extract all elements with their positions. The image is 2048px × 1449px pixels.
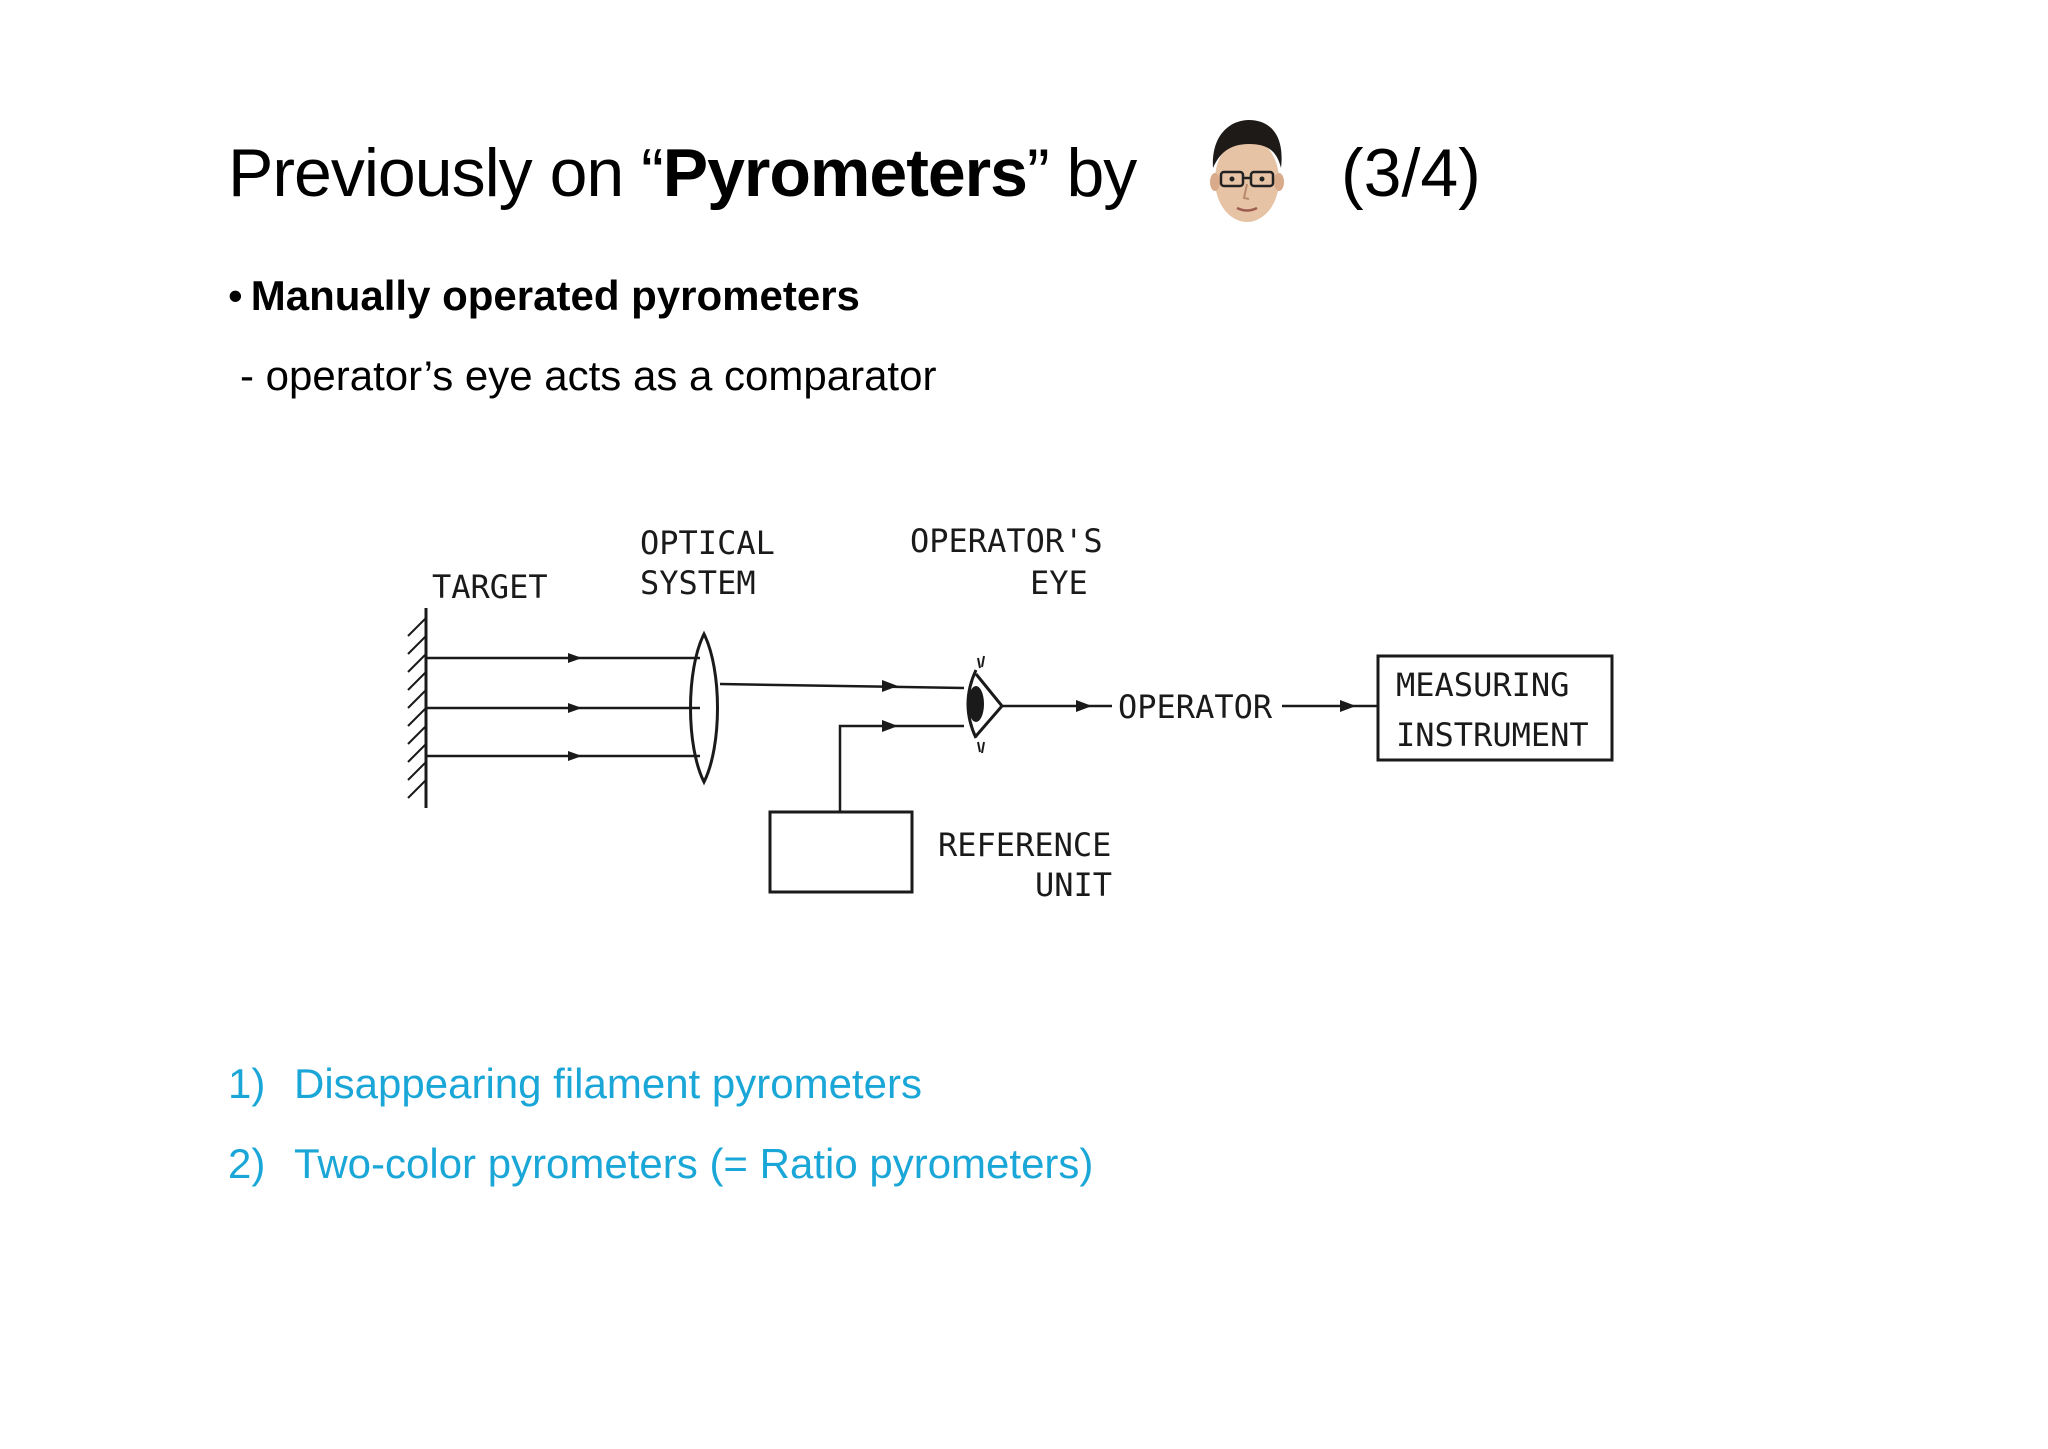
pyrometer-type-list: 1) Disappearing filament pyrometers 2) Two…: [228, 1058, 1093, 1218]
list-item: 2) Two-color pyrometers (= Ratio pyromete…: [228, 1138, 1093, 1190]
list-item: 1) Disappearing filament pyrometers: [228, 1058, 1093, 1110]
title-bold-word: Pyrometers: [662, 135, 1028, 211]
reference-unit-box: [768, 810, 914, 894]
slide-page-counter: (3/4): [1341, 135, 1481, 211]
bullet-dot: •: [228, 272, 243, 319]
sub-point-text: - operator’s eye acts as a comparator: [240, 352, 937, 399]
operator-to-instrument-arrow: [1340, 700, 1356, 712]
optical-system-label-1: OPTICAL: [640, 524, 775, 562]
operator-label: OPERATOR: [1118, 688, 1273, 726]
presenter-avatar-image: [1210, 120, 1284, 222]
reference-to-eye-line: [838, 724, 964, 812]
target-wall: [407, 608, 428, 808]
list-item-number: 1): [228, 1060, 266, 1107]
title-prefix: Previously on “: [228, 135, 664, 211]
title-suffix: ” by: [1026, 135, 1137, 211]
radiation-rays: [426, 656, 700, 758]
bullet-text: Manually operated pyrometers: [250, 272, 860, 319]
optical-system-label-2: SYSTEM: [640, 564, 756, 602]
target-label: TARGET: [432, 568, 548, 606]
lens-to-eye-line: [719, 682, 965, 690]
operator-eye-label-2: EYE: [1030, 564, 1088, 602]
measuring-instrument-label-2: INSTRUMENT: [1396, 716, 1589, 754]
measuring-instrument-label-1: MEASURING: [1396, 666, 1569, 704]
measuring-instrument-box: [1376, 654, 1614, 762]
ray-arrows: [568, 653, 582, 761]
operator-eye-icon: [966, 655, 1004, 754]
list-item-text: Disappearing filament pyrometers: [294, 1060, 922, 1107]
eye-to-operator-arrow: [1076, 700, 1092, 712]
lens-to-eye-arrow: [882, 680, 898, 692]
list-item-text: Two-color pyrometers (= Ratio pyrometers…: [294, 1140, 1094, 1187]
list-item-number: 2): [228, 1140, 266, 1187]
bullet-point: •Manually operated pyrometers: [228, 270, 860, 322]
reference-unit-label-1: REFERENCE: [938, 826, 1111, 864]
slide-title: Previously on “Pyrometers” by: [228, 128, 1137, 218]
reference-unit-label-2: UNIT: [1035, 866, 1112, 904]
manual-pyrometer-block-diagram: TARGET OPTICAL SYSTEM REFERENCE UNIT OPE…: [407, 522, 1614, 904]
operator-eye-label-1: OPERATOR'S: [910, 522, 1103, 560]
optical-lens: [689, 630, 719, 786]
reference-to-eye-arrow: [882, 720, 898, 732]
